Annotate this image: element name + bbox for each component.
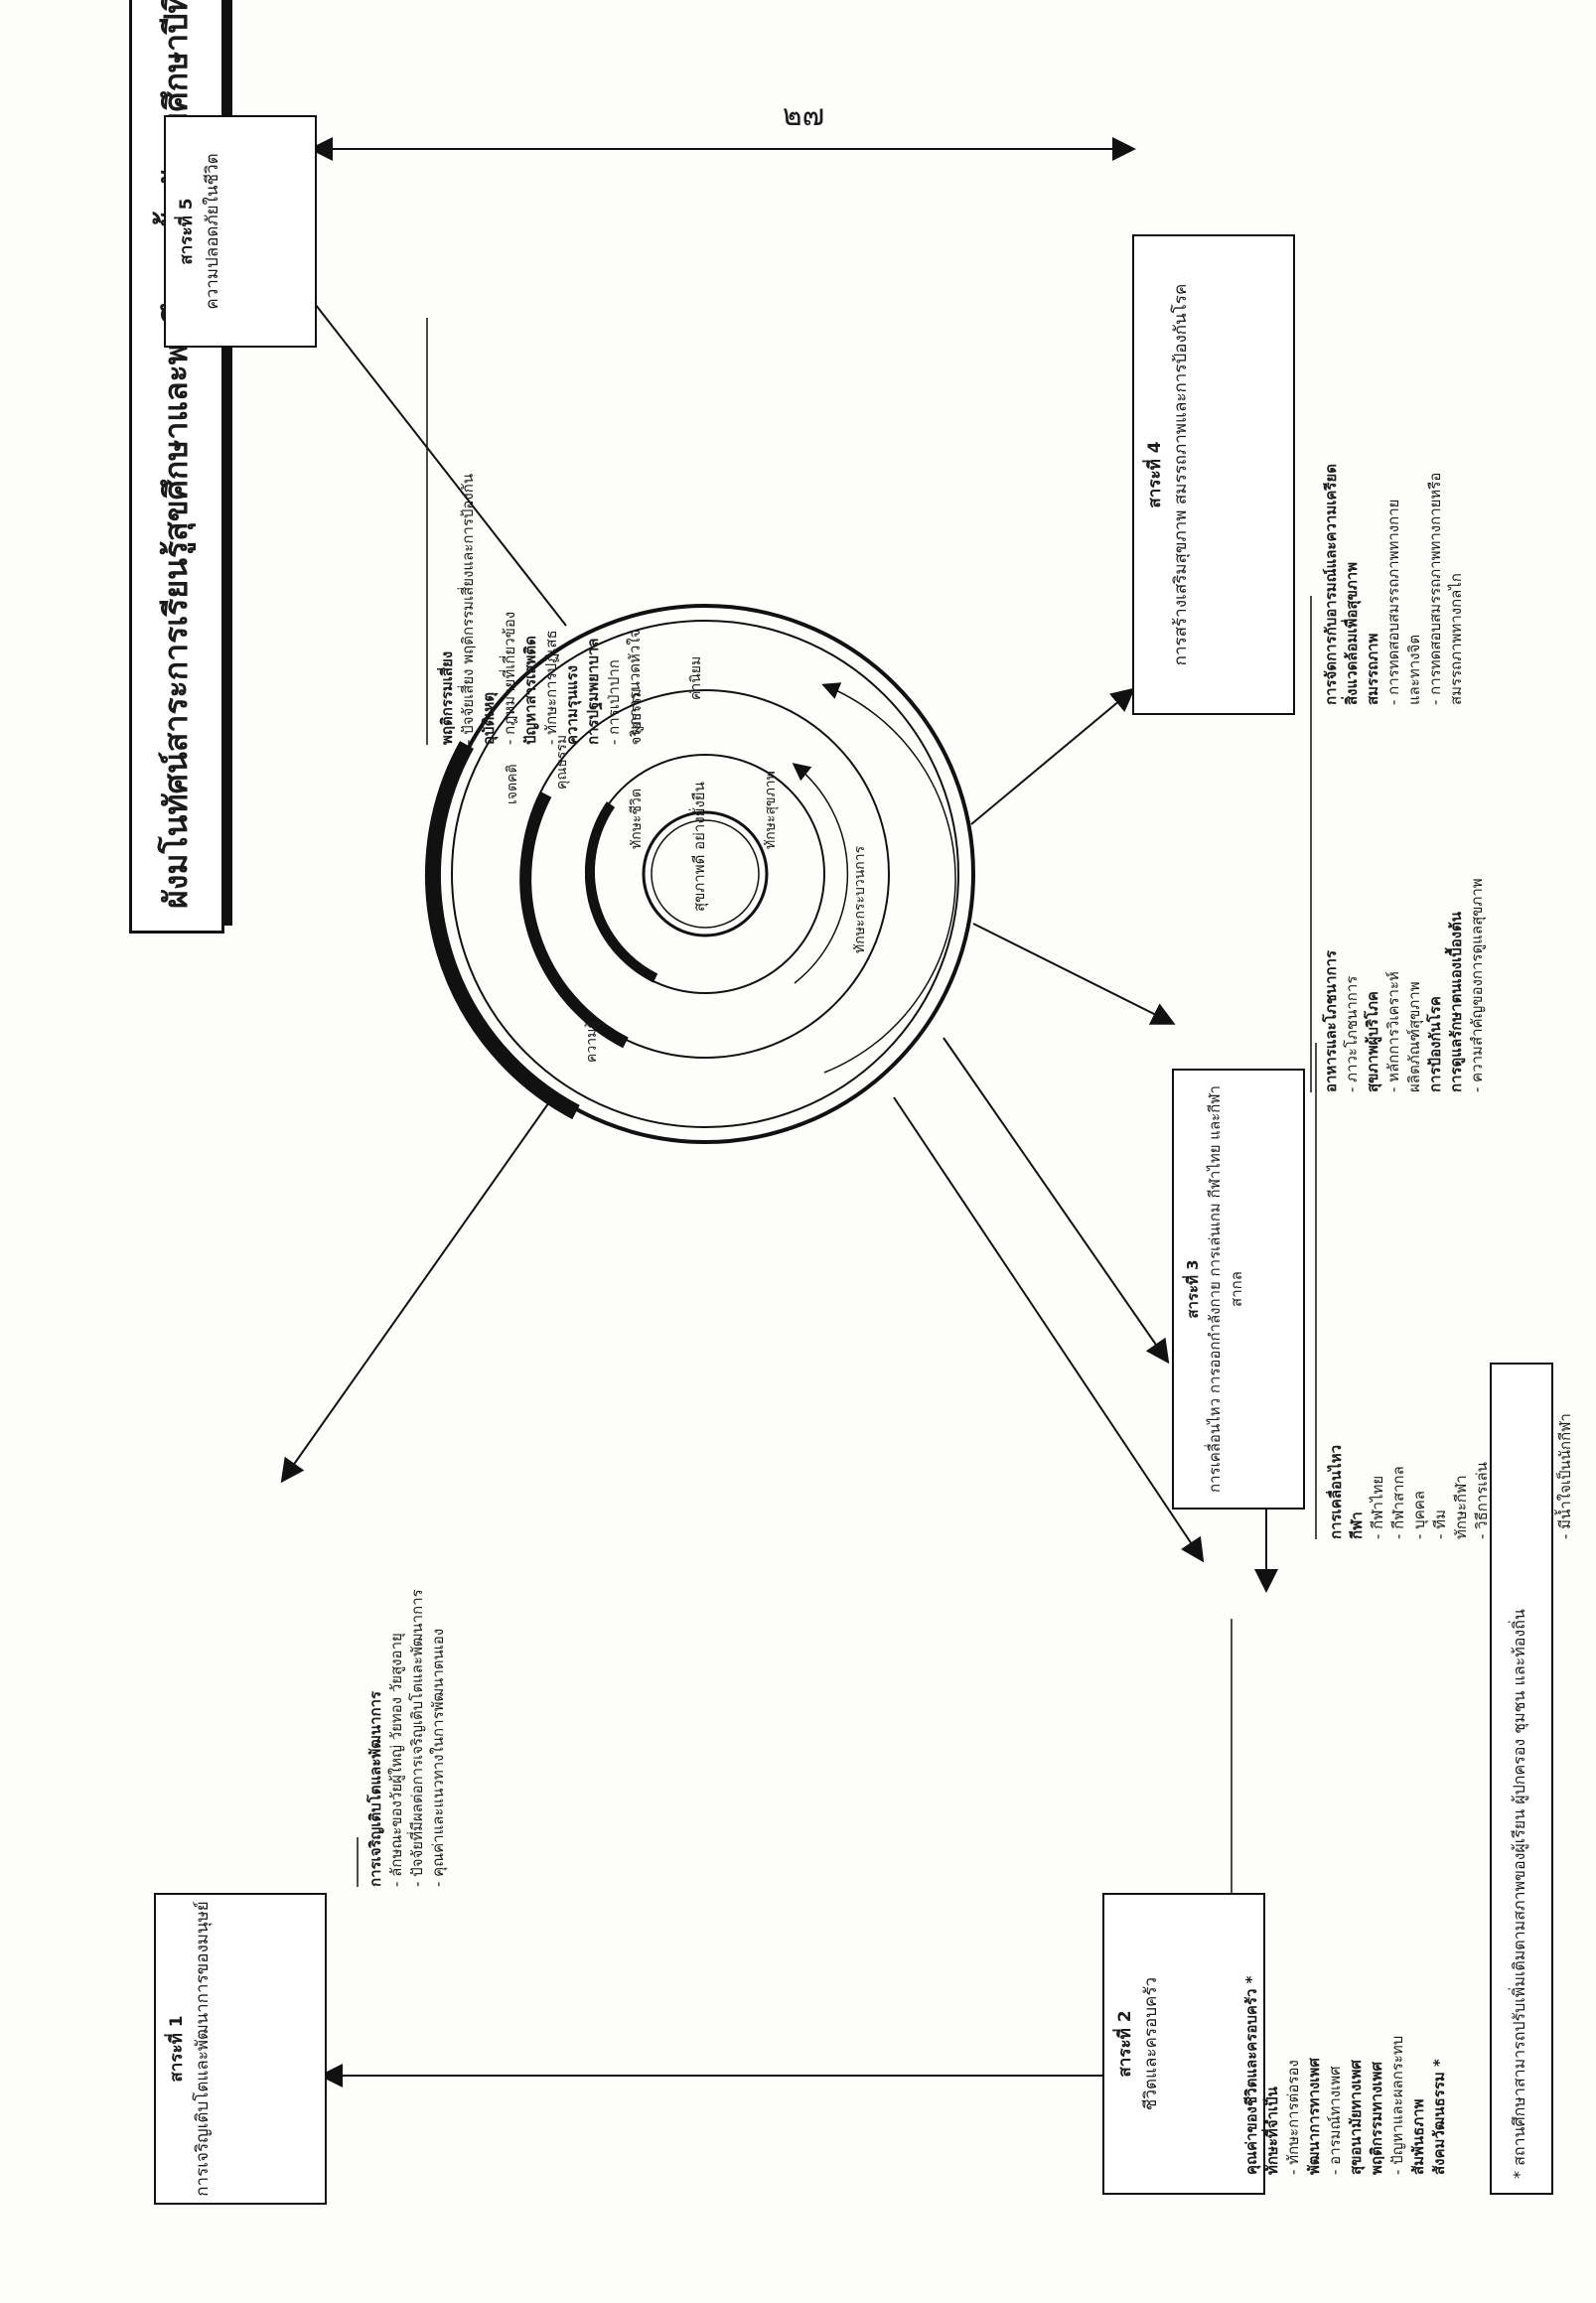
arrow-to-strand-1: [280, 1091, 557, 1484]
footnote-box: * สถานศึกษาสามารถปรับเพิ่มเติมตามสภาพของ…: [1490, 1363, 1553, 2195]
mind-map-rotated: ผังมโนทัศน์สาระการเรียนรู้สุขศึกษาและพลศ…: [109, 0, 1579, 2234]
core-circle-inner: [651, 819, 760, 929]
s4b-item: - การทดสอบสมรรถภาพทางกายหรือ: [1426, 472, 1444, 705]
ring-outer-label-2: เจตคติ: [505, 764, 520, 804]
s4-item: การป้องกันโรค: [1426, 996, 1444, 1092]
s4b-item: สมรรถภาพทางกลไก: [1447, 573, 1465, 705]
s4-item: สุขภาพผู้บริโภค: [1364, 991, 1381, 1092]
s4-item: - หลักการวิเคราะห์: [1384, 971, 1402, 1092]
ring-outer-label-1: ความรู้: [584, 1021, 600, 1063]
s5-item: อุบัติเหตุ: [480, 691, 498, 745]
strand-3-name: การเคลื่อนไหว การออกกำลังกาย การเล่นเกม …: [1206, 1085, 1245, 1493]
strand-1-name: การเจริญเติบโตและพัฒนาการของมนุษย์: [193, 1901, 213, 2197]
ring-inner-label-2: ทักษะสุขภาพ: [763, 771, 779, 849]
ring-outer-label-3: ทักษะกระบวนการ: [852, 845, 868, 953]
strand-4-name: การสร้างเสริมสุขภาพ สมรรถภาพและการป้องกั…: [1171, 283, 1191, 666]
inner-ring-heavy-arc: [584, 801, 658, 983]
s2-item: สุขอนามัยทางเพศ: [1347, 2060, 1365, 2175]
strand-2-list: คุณค่าของชีวิตและครอบครัว * ทักษะที่จำเป…: [1241, 1619, 1490, 2175]
s2-item: พัฒนาการทางเพศ: [1305, 2058, 1323, 2175]
s1-item: - ปัจจัยที่มีผลต่อการเจริญเติบโตและพัฒนา…: [408, 1589, 426, 1887]
s5-item: การปฐมพยาบาล: [584, 638, 602, 745]
s4b-item: - การทดสอบสมรรถภาพทางกาย: [1384, 499, 1402, 705]
core-label: สุขภาพดี อย่างยั่งยืน: [690, 782, 708, 912]
strand-5-list: พฤติกรรมเสี่ยง - ปัจจัยเสี่ยง พฤติกรรมเส…: [437, 308, 685, 745]
s4-item: - ภาวะโภชนาการ: [1343, 975, 1361, 1092]
s1-item: การเจริญเติบโตและพัฒนาการ: [366, 1690, 384, 1887]
strand-4-list-b: การจัดการกับอารมณ์และความเครียด สิ่งแวดล…: [1321, 228, 1569, 705]
s2-item: - ปัญหาและผลกระทบ: [1388, 2035, 1406, 2175]
s5-item: ปัญหาสารเสพติด: [521, 636, 539, 745]
strand-5-name: ความปลอดภัยในชีวิต: [203, 153, 222, 310]
outer-ring-inner-edge: [451, 620, 959, 1128]
arrow-to-strand-2: [893, 1096, 1205, 1563]
s4-item: ผลิตภัณฑ์สุขภาพ: [1405, 981, 1423, 1092]
s2-item: ทักษะที่จำเป็น: [1263, 2087, 1281, 2175]
page-number: ๒๗: [782, 98, 825, 133]
s2-item: พฤติกรรมทางเพศ: [1368, 2062, 1385, 2175]
s5-item: - การเป่าปาก: [605, 659, 623, 745]
s2-item: สังคมวัฒนธรรม *: [1430, 2059, 1448, 2175]
strand-4-list: อาหารและโภชนาการ - ภาวะโภชนาการ สุขภาพผู…: [1321, 725, 1569, 1092]
strand-1-label: สาระที่ 1: [167, 2015, 187, 2083]
s5-item: พฤติกรรมเสี่ยง: [438, 650, 456, 745]
s1-item: - ลักษณะของวัยผู้ใหญ่ วัยทอง วัยสูงอายุ: [387, 1633, 405, 1887]
s2-item: คุณค่าของชีวิตและครอบครัว *: [1242, 1975, 1260, 2175]
strand-4-label: สาระที่ 4: [1145, 441, 1165, 508]
arrow-to-strand-3: [972, 923, 1176, 1025]
arrow-to-strand-4: [970, 687, 1136, 825]
s4b-item: การจัดการกับอารมณ์และความเครียด: [1322, 464, 1340, 705]
s2-item: - ทักษะการต่อรอง: [1284, 2060, 1302, 2175]
strand-2-name: ชีวิตและครอบครัว: [1141, 1976, 1161, 2111]
s4b-item: สมรรถภาพ: [1364, 633, 1381, 705]
outer-ring-heavy-arc: [424, 741, 580, 1120]
strand-4-box: สาระที่ 4 การสร้างเสริมสุขภาพ สมรรถภาพและ…: [1132, 234, 1295, 715]
middle-ring-heavy-arc: [519, 792, 629, 1049]
s4-item: - ความสำคัญของการดูแลสุขภาพ: [1468, 878, 1486, 1092]
cycle-arrow-outer: [821, 682, 956, 1074]
strand-1-box: สาระที่ 1 การเจริญเติบโตและพัฒนาการของมนุ…: [154, 1893, 327, 2205]
s5-item: - กฎหมายที่เกี่ยวข้อง: [501, 611, 518, 745]
ring-inner-label-1: ทักษะชีวิต: [629, 789, 645, 849]
cycle-arrow-inner: [792, 763, 849, 984]
arrow-to-strand-2b: [943, 1037, 1170, 1365]
s4b-item: และทางจิต: [1405, 634, 1423, 705]
core-circle: [642, 810, 769, 937]
strand-5-box: สาระที่ 5 ความปลอดภัยในชีวิต: [164, 115, 317, 348]
strand-3-label: สาระที่ 3: [1184, 1259, 1202, 1319]
strand-1-list: การเจริญเติบโตและพัฒนาการ - ลักษณะของวัย…: [365, 1370, 604, 1887]
s4-item: อาหารและโภชนาการ: [1322, 949, 1340, 1092]
s1-item: - คุณค่าและแนวทางในการพัฒนาตนเอง: [429, 1628, 447, 1887]
s5-item: - ทักษะการปฏิเสธ: [542, 630, 560, 745]
ring-middle-label-3: ค่านิยม: [688, 655, 704, 700]
strand-2-label: สาระที่ 2: [1115, 2010, 1135, 2078]
s2-item: - อารมณ์ทางเพศ: [1326, 2066, 1344, 2175]
s4-item: การดูแลรักษาตนเองเบื้องต้น: [1447, 911, 1465, 1092]
s2-item: สัมพันธภาพ: [1409, 2098, 1427, 2175]
s5-item: ความรุนแรง: [563, 664, 581, 745]
strand-5-label: สาระที่ 5: [177, 198, 197, 265]
s5-item: - ปัจจัยเสี่ยง พฤติกรรมเสี่ยงและการป้องก…: [459, 473, 477, 745]
s5-item: - ผูกการนวดหัวใจ: [626, 629, 644, 745]
s4b-item: สิ่งแวดล้อมเพื่อสุขภาพ: [1343, 561, 1361, 705]
